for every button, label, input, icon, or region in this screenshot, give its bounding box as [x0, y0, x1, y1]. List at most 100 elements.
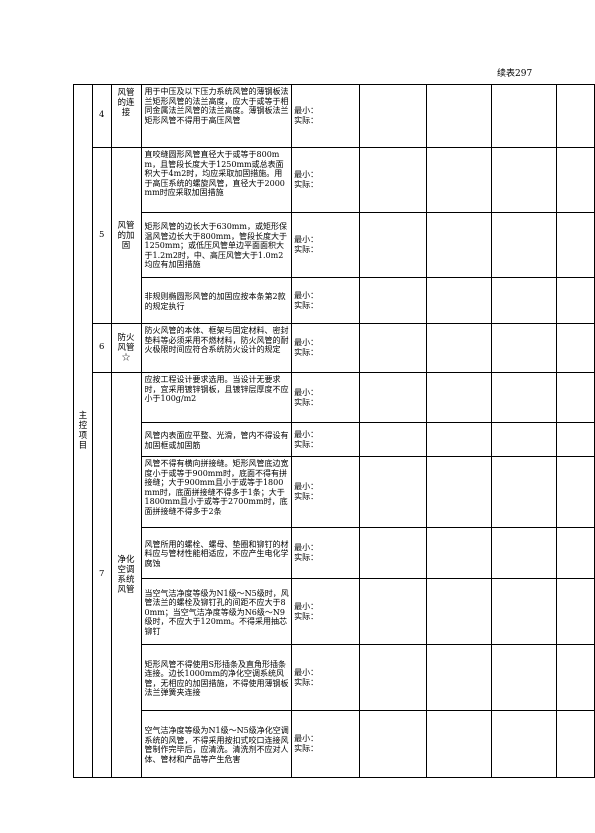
measurement-cell: 最小：实际：: [291, 84, 361, 148]
requirement-text: 空气洁净度等级为N1级～N5级净化空调系统的风管，不得采用按扣式咬口连接风管制作…: [144, 726, 289, 764]
section-label: 主控项目: [78, 411, 88, 451]
requirement-text: 矩形风管不得使用S形插条及直角形插条连接。边长1000mm的净化空调系统风管，无…: [144, 659, 289, 698]
blank-cell: [426, 644, 492, 711]
blank-cell: [426, 84, 492, 148]
blank-cell: [555, 456, 595, 528]
blank-cell: [359, 644, 428, 711]
blank-cell: [359, 710, 428, 778]
actual-label: 实际：: [294, 300, 319, 310]
blank-cell: [359, 147, 428, 213]
requirement-cell: 风管不得有横向拼接缝。矩形风管底边宽度小于或等于900mm时，底面不得有拼接缝；…: [140, 456, 293, 528]
item-name-cell: 风管的加固: [110, 147, 142, 324]
blank-cell: [359, 323, 428, 373]
blank-cell: [426, 147, 492, 213]
actual-label: 实际：: [294, 116, 319, 125]
blank-cell: [490, 422, 557, 457]
measurement-cell: 最小：实际：: [291, 323, 361, 373]
actual-label: 实际：: [294, 744, 319, 753]
min-label: 最小：: [294, 429, 319, 439]
actual-label: 实际：: [294, 677, 319, 687]
min-label: 最小：: [294, 734, 319, 743]
requirement-cell: 非规则椭圆形风管的加固应按本条第2款的规定执行: [140, 277, 293, 324]
requirement-cell: 用于中压及以下压力系统风管的薄钢板法兰矩形风管的法兰高度，应大于或等于相同金属法…: [140, 84, 293, 148]
actual-label: 实际：: [294, 439, 319, 449]
blank-cell: [426, 456, 492, 528]
requirement-cell: 直咬缝圆形风管直径大于或等于800mm，且管段长度大于1250mm或总表面积大于…: [140, 147, 293, 213]
blank-cell: [555, 84, 595, 148]
min-label: 最小：: [294, 235, 319, 244]
min-label: 最小：: [294, 387, 319, 397]
blank-cell: [555, 323, 595, 373]
requirement-text: 风管内表面应平整、光滑，管内不得设有加固框或加固筋: [144, 431, 289, 450]
item-number: 5: [91, 147, 112, 324]
blank-cell: [490, 212, 557, 278]
blank-cell: [426, 710, 492, 778]
measurement-cell: 最小：实际：: [291, 422, 361, 457]
section-label-cell: 主控项目: [73, 84, 93, 778]
requirement-text: 直咬缝圆形风管直径大于或等于800mm，且管段长度大于1250mm或总表面积大于…: [144, 150, 285, 197]
requirement-cell: 矩形风管不得使用S形插条及直角形插条连接。边长1000mm的净化空调系统风管，无…: [140, 644, 293, 711]
item-name: 净化空调系统风管: [117, 555, 135, 595]
blank-cell: [426, 422, 492, 457]
blank-cell: [426, 277, 492, 324]
blank-cell: [490, 147, 557, 213]
measurement-cell: 最小：实际：: [291, 578, 361, 645]
requirement-text: 非规则椭圆形风管的加固应按本条第2款的规定执行: [144, 292, 286, 311]
blank-cell: [555, 277, 595, 324]
blank-cell: [426, 212, 492, 278]
actual-label: 实际：: [294, 348, 319, 357]
item-number: 6: [91, 323, 112, 373]
actual-label: 实际：: [294, 180, 319, 189]
blank-cell: [426, 527, 492, 579]
blank-cell: [359, 277, 428, 324]
blank-cell: [555, 644, 595, 711]
blank-cell: [555, 422, 595, 457]
measurement-cell: 最小：实际：: [291, 456, 361, 528]
requirement-text: 风管不得有横向拼接缝。矩形风管底边宽度小于或等于900mm时，底面不得有拼接缝；…: [144, 459, 289, 516]
measurement-cell: 最小：实际：: [291, 147, 361, 213]
blank-cell: [555, 710, 595, 778]
min-label: 最小：: [294, 543, 319, 552]
blank-cell: [359, 84, 428, 148]
blank-cell: [490, 710, 557, 778]
requirement-cell: 风管内表面应平整、光滑，管内不得设有加固框或加固筋: [140, 422, 293, 457]
item-name-cell: 防火风管☆: [110, 323, 142, 373]
min-label: 最小：: [294, 106, 319, 115]
measurement-cell: 最小：实际：: [291, 372, 361, 423]
blank-cell: [359, 372, 428, 423]
actual-label: 实际：: [294, 611, 319, 621]
actual-label: 实际：: [294, 492, 319, 501]
measurement-cell: 最小：实际：: [291, 644, 361, 711]
blank-cell: [359, 212, 428, 278]
min-label: 最小：: [294, 667, 319, 677]
measurement-cell: 最小：实际：: [291, 710, 361, 778]
actual-label: 实际：: [294, 245, 319, 254]
min-label: 最小：: [294, 338, 319, 347]
min-label: 最小：: [294, 482, 319, 491]
inspection-table: 主控项目 4 风管的连接 用于中压及以下压力系统风管的薄钢板法兰矩形风管的法兰高…: [73, 84, 595, 778]
blank-cell: [426, 578, 492, 645]
item-number: 7: [91, 372, 112, 778]
blank-cell: [490, 84, 557, 148]
requirement-text: 矩形风管的边长大于630mm，或矩形保温风管边长大于800mm，管段长度大于12…: [144, 222, 287, 270]
actual-label: 实际：: [294, 553, 319, 562]
item-name: 风管的连接: [117, 88, 135, 118]
requirement-cell: 空气洁净度等级为N1级～N5级净化空调系统的风管，不得采用按扣式咬口连接风管制作…: [140, 710, 293, 778]
blank-cell: [359, 456, 428, 528]
measurement-cell: 最小：实际：: [291, 212, 361, 278]
blank-cell: [490, 372, 557, 423]
blank-cell: [490, 456, 557, 528]
blank-cell: [426, 372, 492, 423]
requirement-text: 用于中压及以下压力系统风管的薄钢板法兰矩形风管的法兰高度，应大于或等于相同金属法…: [144, 87, 289, 125]
requirement-cell: 应按工程设计要求选用。当设计无要求时，宜采用镀锌钢板，且镀锌层厚度不应小于100…: [140, 372, 293, 423]
requirement-cell: 矩形风管的边长大于630mm，或矩形保温风管边长大于800mm，管段长度大于12…: [140, 212, 293, 278]
blank-cell: [555, 527, 595, 579]
blank-cell: [490, 277, 557, 324]
item-name-cell: 净化空调系统风管: [110, 372, 142, 778]
requirement-cell: 当空气洁净度等级为N1级～N5级时，风管法兰的螺栓及铆钉孔的间距不应大于80mm…: [140, 578, 293, 645]
blank-cell: [555, 212, 595, 278]
min-label: 最小：: [294, 601, 319, 611]
blank-cell: [359, 527, 428, 579]
requirement-cell: 防火风管的本体、框架与固定材料、密封垫料等必须采用不燃材料，防火风管的耐火极限时…: [140, 323, 293, 373]
measurement-cell: 最小：实际：: [291, 527, 361, 579]
